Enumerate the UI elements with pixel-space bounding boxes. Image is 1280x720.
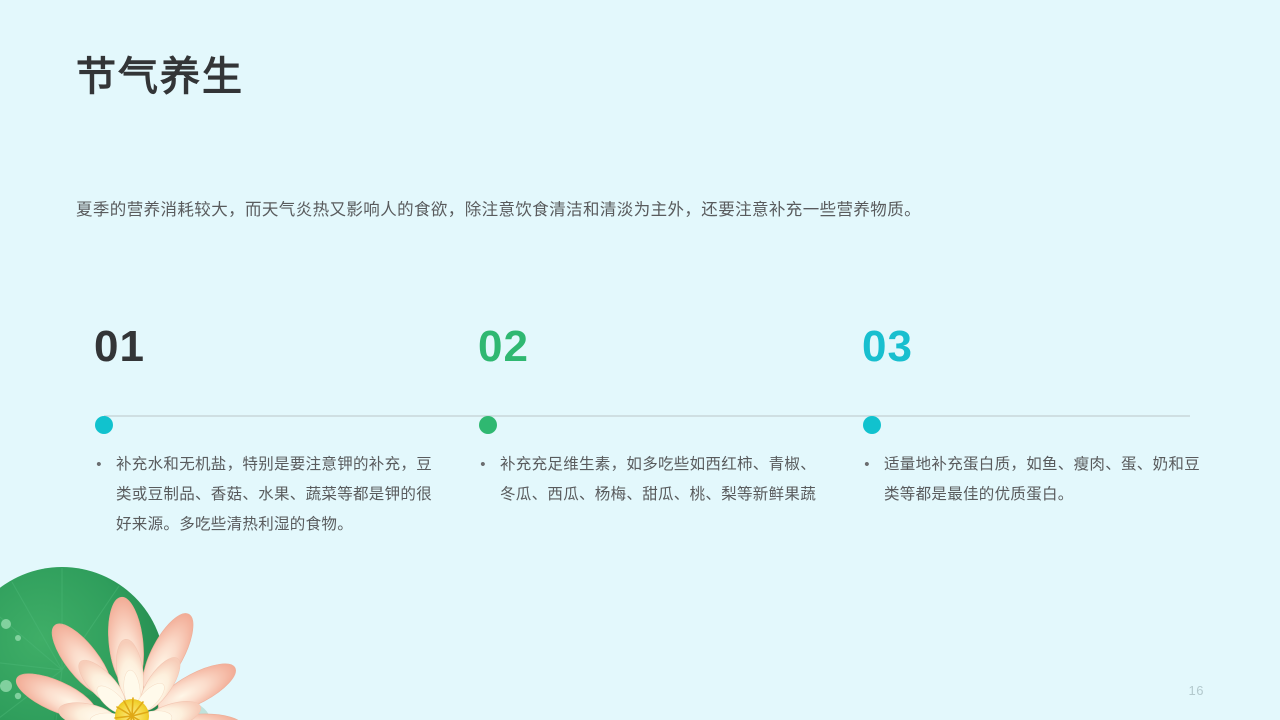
timeline-dot-01 xyxy=(95,416,113,434)
timeline-dot-03 xyxy=(863,416,881,434)
step-number-03: 03 xyxy=(862,322,913,371)
step-text-01: 补充水和无机盐，特别是要注意钾的补充，豆类或豆制品、香菇、水果、蔬菜等都是钾的很… xyxy=(116,456,433,533)
step-text-03: 适量地补充蛋白质，如鱼、瘦肉、蛋、奶和豆类等都是最佳的优质蛋白。 xyxy=(884,456,1201,503)
timeline-item-03: 03 • 适量地补充蛋白质，如鱼、瘦肉、蛋、奶和豆类等都是最佳的优质蛋白。 xyxy=(862,322,1212,504)
timeline-item-01: 01 • 补充水和无机盐，特别是要注意钾的补充，豆类或豆制品、香菇、水果、蔬菜等… xyxy=(94,322,444,534)
step-body-01: • 补充水和无机盐，特别是要注意钾的补充，豆类或豆制品、香菇、水果、蔬菜等都是钾… xyxy=(94,450,439,540)
step-number-01: 01 xyxy=(94,322,145,371)
bullet-icon: • xyxy=(480,456,486,473)
page-title: 节气养生 xyxy=(76,55,244,99)
bullet-icon: • xyxy=(96,456,102,473)
step-body-02: • 补充充足维生素，如多吃些如西红柿、青椒、冬瓜、西瓜、杨梅、甜瓜、桃、梨等新鲜… xyxy=(478,450,823,510)
timeline-item-02: 02 • 补充充足维生素，如多吃些如西红柿、青椒、冬瓜、西瓜、杨梅、甜瓜、桃、梨… xyxy=(478,322,828,504)
step-text-02: 补充充足维生素，如多吃些如西红柿、青椒、冬瓜、西瓜、杨梅、甜瓜、桃、梨等新鲜果蔬 xyxy=(500,456,817,503)
bullet-icon: • xyxy=(864,456,870,473)
step-body-03: • 适量地补充蛋白质，如鱼、瘦肉、蛋、奶和豆类等都是最佳的优质蛋白。 xyxy=(862,450,1207,510)
timeline-line xyxy=(104,415,1190,417)
page-number: 16 xyxy=(1188,683,1204,698)
intro-paragraph: 夏季的营养消耗较大，而天气炎热又影响人的食欲，除注意饮食清洁和清淡为主外，还要注… xyxy=(76,201,921,219)
timeline-dot-02 xyxy=(479,416,497,434)
lotus-flower-icon xyxy=(0,567,244,720)
step-number-02: 02 xyxy=(478,322,529,371)
